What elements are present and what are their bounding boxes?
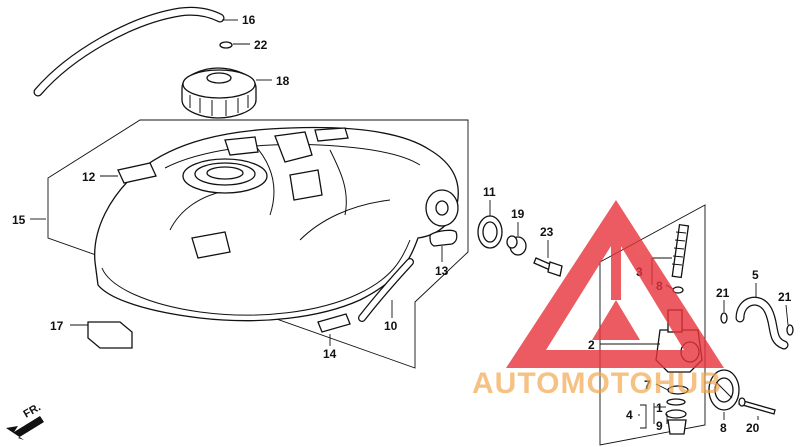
group-bracket bbox=[640, 404, 647, 429]
callout-10: 10 bbox=[384, 319, 398, 333]
fuel-tank bbox=[94, 126, 459, 322]
automotohub-watermark: AUTOMOTOHUB bbox=[472, 200, 724, 400]
valve-assembly-outline bbox=[599, 204, 706, 446]
callout-21b: 21 bbox=[778, 290, 792, 304]
hose-clip-21a bbox=[720, 312, 728, 324]
callout-9: 9 bbox=[656, 419, 663, 433]
breather-tube bbox=[33, 6, 225, 97]
callout-13: 13 bbox=[435, 264, 449, 278]
hose-clip-21b bbox=[786, 324, 794, 336]
mount-rubber-17 bbox=[87, 321, 133, 349]
fuel-cap bbox=[181, 67, 257, 119]
callout-15: 15 bbox=[12, 213, 26, 227]
callout-5: 5 bbox=[752, 268, 759, 282]
rubber-pad-12 bbox=[117, 162, 157, 184]
front-direction-arrow: FR. bbox=[6, 401, 44, 440]
callout-17: 17 bbox=[50, 319, 64, 333]
cushion-13 bbox=[429, 229, 458, 247]
callout-8b: 8 bbox=[720, 421, 727, 435]
screw-20 bbox=[738, 397, 776, 415]
valve-knob-8 bbox=[708, 369, 740, 411]
callout-14: 14 bbox=[323, 347, 337, 361]
bolt-23 bbox=[533, 257, 563, 277]
callout-18: 18 bbox=[276, 74, 290, 88]
watermark-brand-text: AUTOMOTOHUB bbox=[472, 367, 722, 400]
grommet-11 bbox=[477, 215, 503, 249]
callout-23: 23 bbox=[540, 225, 554, 239]
watermark-triangle-logo bbox=[506, 200, 724, 368]
callout-7: 7 bbox=[644, 378, 651, 392]
callout-20: 20 bbox=[746, 421, 760, 435]
callout-16: 16 bbox=[242, 13, 256, 27]
callout-2: 2 bbox=[588, 338, 595, 352]
callout-19: 19 bbox=[511, 207, 525, 221]
callout-11: 11 bbox=[483, 185, 496, 199]
collar-19 bbox=[506, 235, 527, 256]
callout-4: 4 bbox=[626, 408, 633, 422]
o-ring bbox=[219, 41, 233, 49]
callout-22: 22 bbox=[254, 38, 268, 52]
watermark-inner-triangle bbox=[592, 300, 640, 340]
callout-21a: 21 bbox=[716, 286, 730, 300]
rubber-strip-10 bbox=[358, 258, 414, 322]
fuel-hose-5 bbox=[735, 296, 789, 350]
callout-12: 12 bbox=[82, 170, 96, 184]
callout-1: 1 bbox=[656, 401, 663, 415]
cushion-14 bbox=[317, 313, 351, 333]
